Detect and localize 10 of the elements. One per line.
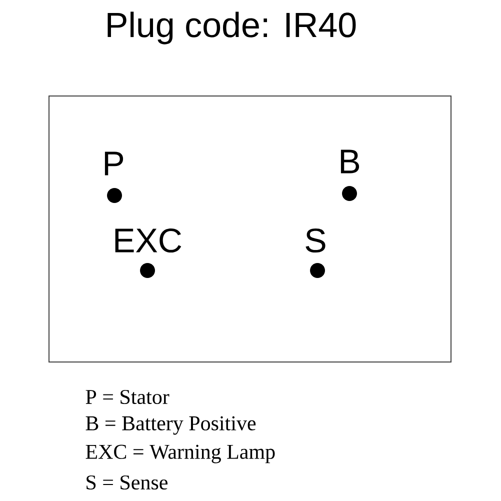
pin-label: P (104, 152, 124, 176)
legend-text: S = Sense (86, 475, 168, 490)
legend-text: P = Stator (86, 390, 170, 404)
connector-outline (48, 96, 452, 362)
legend-text: EXC = Warning Lamp (86, 444, 275, 464)
title: Plug code: IR40 (108, 12, 356, 44)
pin-label: S (306, 228, 326, 253)
legend-text: B = Battery Positive (86, 416, 256, 435)
pin-label: B (340, 150, 360, 174)
pin-label: EXC (115, 228, 182, 253)
